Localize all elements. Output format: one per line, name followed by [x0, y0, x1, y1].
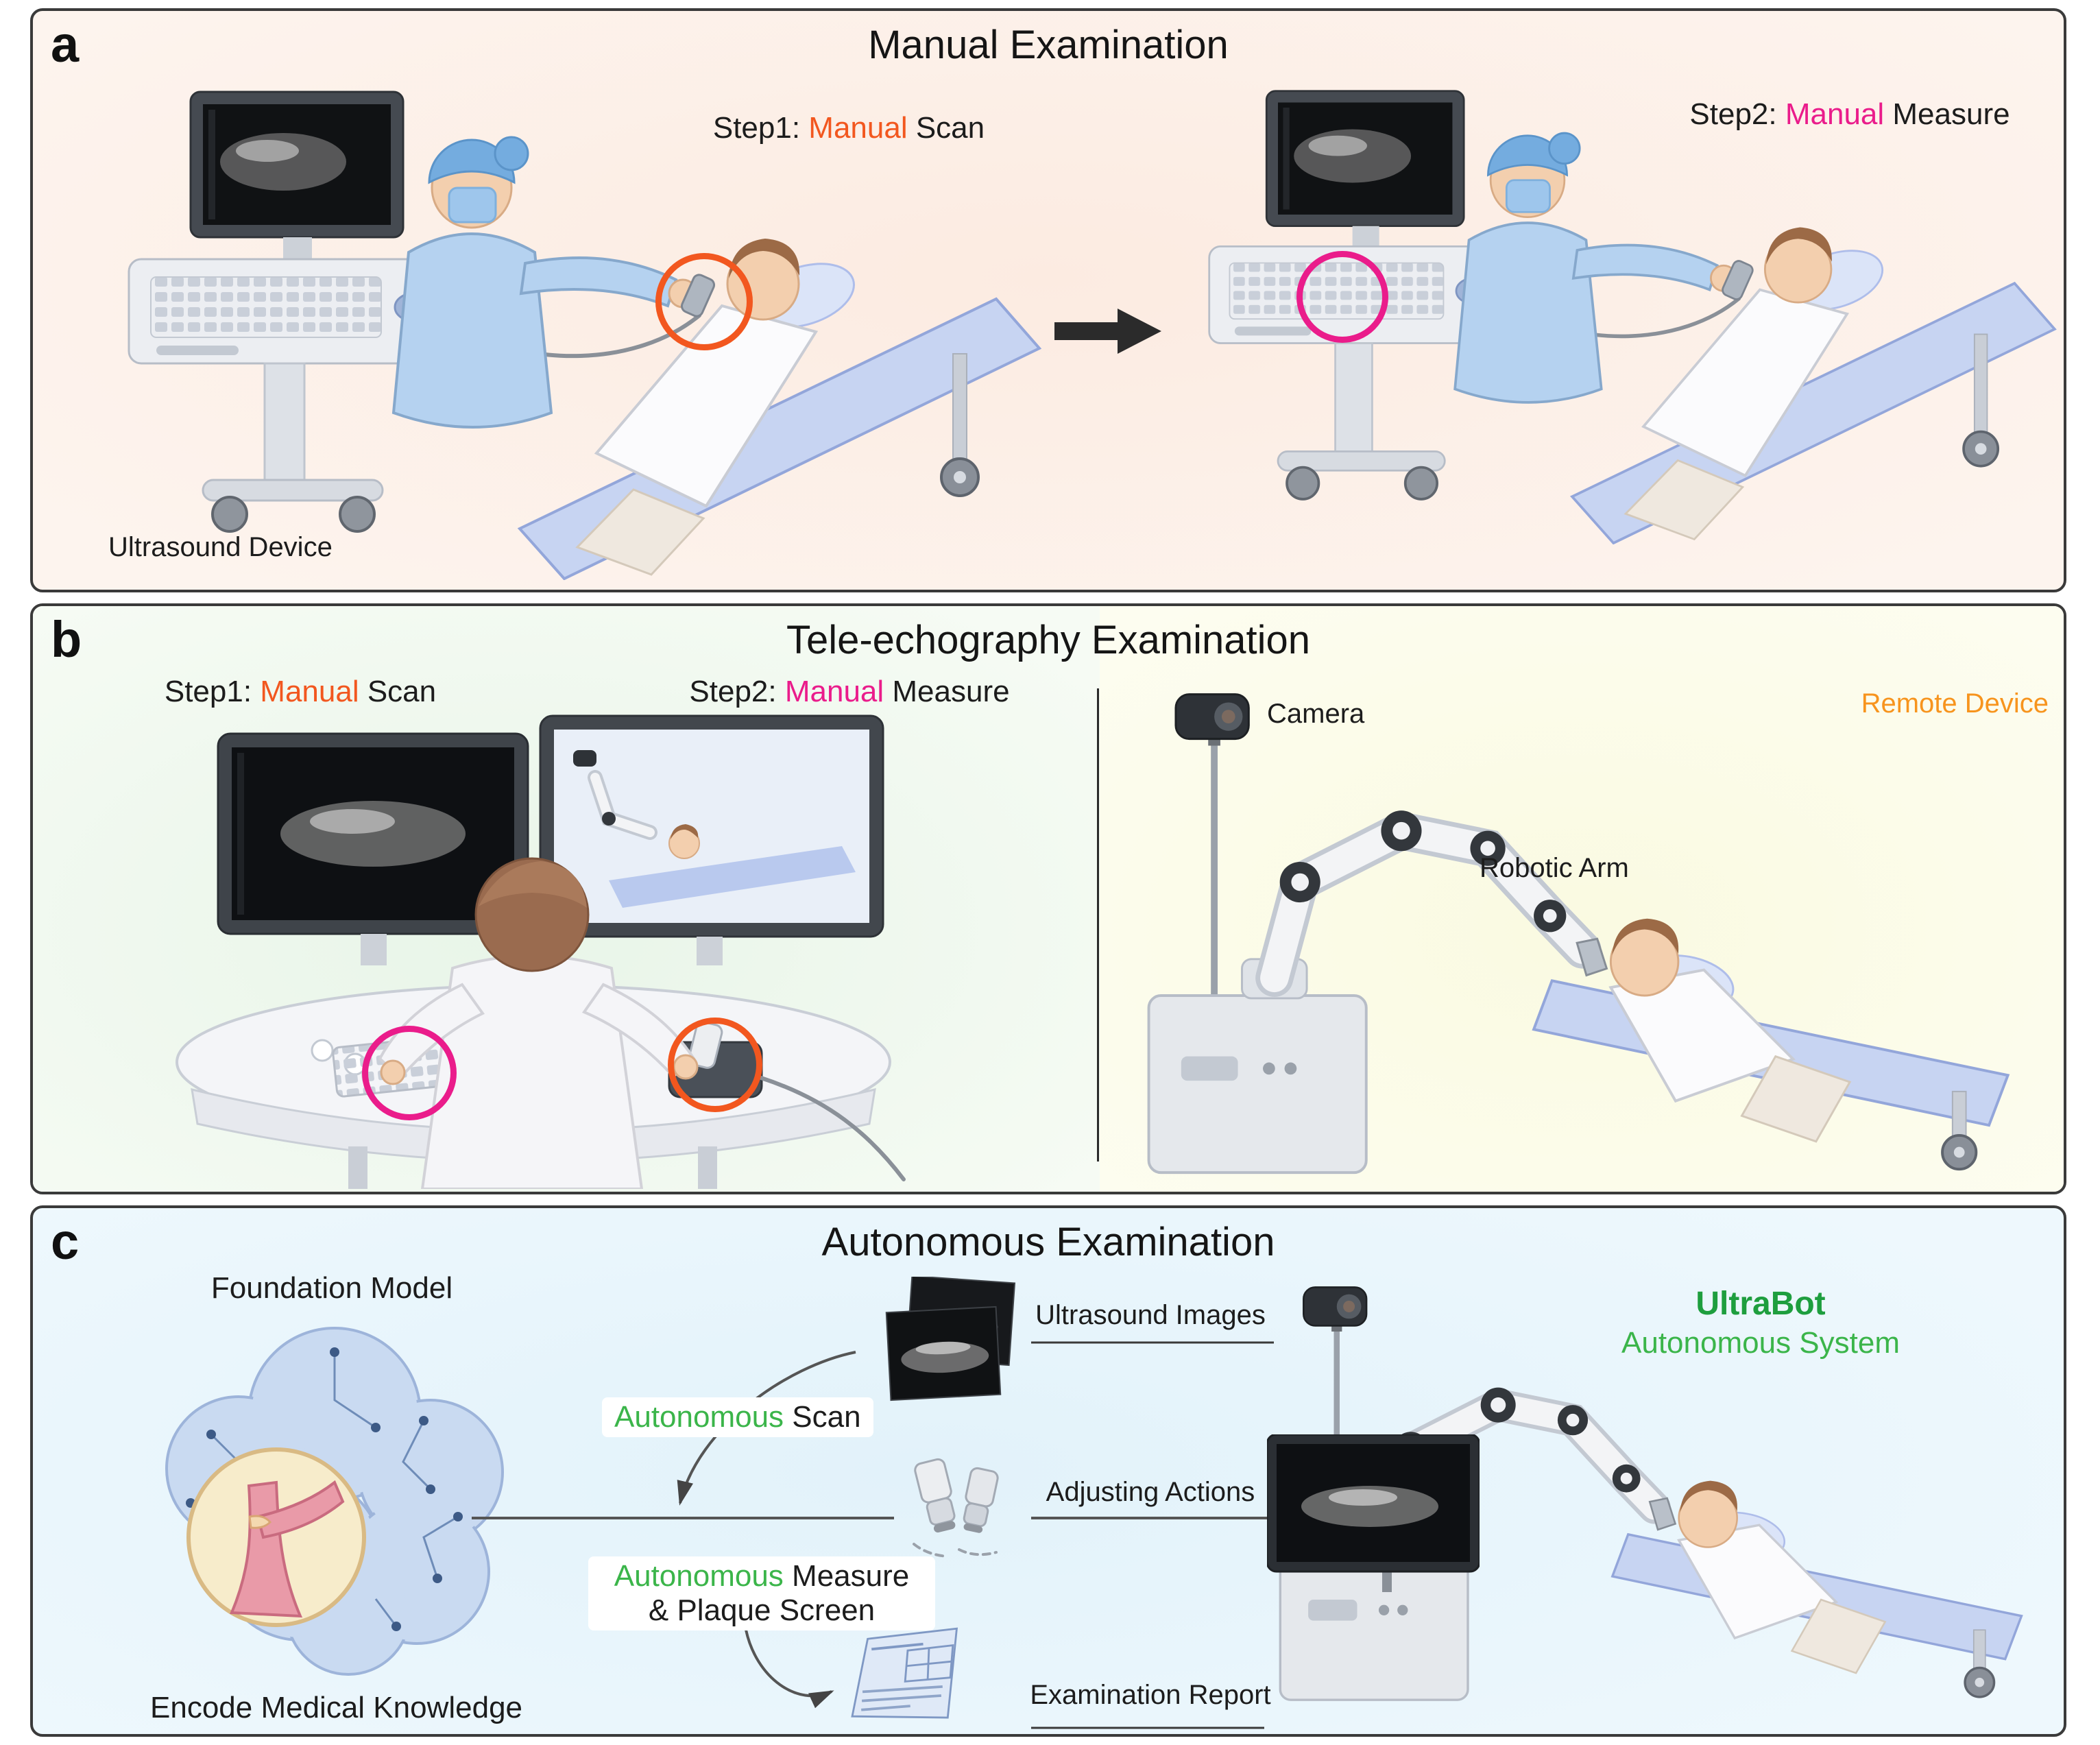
examination-report-icon: [851, 1627, 958, 1719]
step1-label: Step1: Manual Scan: [540, 111, 1157, 145]
panel-letter: a: [51, 16, 80, 73]
panel-title: Tele-echography Examination: [786, 618, 1311, 662]
step2-label: Step2: Manual Measure: [630, 675, 1069, 709]
step1-suffix: Scan: [907, 111, 985, 145]
ultrasound-images-thumbnails: [885, 1277, 1016, 1401]
ultrasound-images-label: Ultrasound Images: [1035, 1300, 1266, 1330]
step2-label: Step2: Manual Measure: [1541, 97, 2064, 132]
panel-letter: b: [51, 611, 82, 668]
step2-prefix: Step2:: [1689, 97, 1785, 131]
step1-highlight: Manual: [260, 675, 359, 708]
probe-highlight-ring: [668, 1018, 762, 1112]
camera-label: Camera: [1267, 699, 1365, 729]
encode-medical-knowledge-label: Encode Medical Knowledge: [150, 1691, 523, 1724]
foundation-model-label: Foundation Model: [210, 1271, 453, 1305]
plaque-screen-line: & Plaque Screen: [648, 1593, 876, 1627]
panel-title: Autonomous Examination: [821, 1220, 1275, 1264]
step1-highlight: Manual: [808, 111, 908, 145]
robotic-arm-label: Robotic Arm: [1480, 853, 1629, 883]
autonomous-measure-line1: Autonomous Measure: [601, 1559, 923, 1593]
panel-manual-examination: a Manual Examination Step1: Manual Scan …: [30, 8, 2066, 592]
ultrabot-subtitle: Autonomous System: [1621, 1326, 1900, 1360]
keyboard-highlight-ring: [362, 1026, 457, 1120]
remote-robot-scene: [1109, 678, 2055, 1178]
probe-highlight-ring: [655, 253, 753, 350]
ultrabot-title: UltraBot: [1695, 1286, 1826, 1322]
panel-letter: c: [51, 1213, 80, 1270]
autonomous-measure-highlight: Autonomous: [614, 1559, 784, 1593]
step1-label: Step1: Manual Scan: [95, 675, 506, 709]
examination-report-label: Examination Report: [1030, 1680, 1271, 1710]
step2-highlight: Manual: [784, 675, 884, 708]
manual-scan-scene: [88, 80, 1048, 580]
step2-highlight: Manual: [1785, 97, 1885, 131]
step1-prefix: Step1:: [712, 111, 809, 145]
autonomous-measure-label: Autonomous Measure & Plaque Screen: [588, 1556, 935, 1630]
bedside-monitor-illustration: [1267, 1434, 1480, 1592]
remote-device-label: Remote Device: [1861, 688, 2049, 719]
teleoperation-console-scene: [129, 688, 938, 1189]
probe-actions-icon: [913, 1458, 999, 1558]
flow-arrow-icon: [1054, 309, 1161, 354]
report-arrow: [745, 1629, 834, 1709]
autonomous-scan-label: Autonomous Scan: [602, 1397, 873, 1437]
ultrasound-device-label: Ultrasound Device: [108, 532, 333, 562]
foundation-model-brain-illustration: [165, 1327, 504, 1676]
step1-prefix: Step1:: [164, 675, 261, 708]
step2-prefix: Step2:: [689, 675, 785, 708]
autonomous-measure-suffix: Measure: [783, 1559, 910, 1593]
panel-teleechography-examination: b Tele-echography Examination Step1: Man…: [30, 603, 2066, 1194]
step2-suffix: Measure: [884, 675, 1010, 708]
artery-inset-illustration: [186, 1447, 366, 1627]
autonomous-scan-highlight: Autonomous: [614, 1400, 784, 1434]
step1-suffix: Scan: [359, 675, 437, 708]
adjusting-actions-label: Adjusting Actions: [1046, 1477, 1255, 1507]
autonomous-scan-suffix: Scan: [784, 1400, 861, 1434]
step2-suffix: Measure: [1884, 97, 2010, 131]
panel-title: Manual Examination: [868, 23, 1229, 67]
keyboard-highlight-ring: [1296, 251, 1388, 343]
scene-divider: [1097, 688, 1099, 1162]
panel-autonomous-examination: c Autonomous Examination Foundation Mode…: [30, 1205, 2066, 1737]
